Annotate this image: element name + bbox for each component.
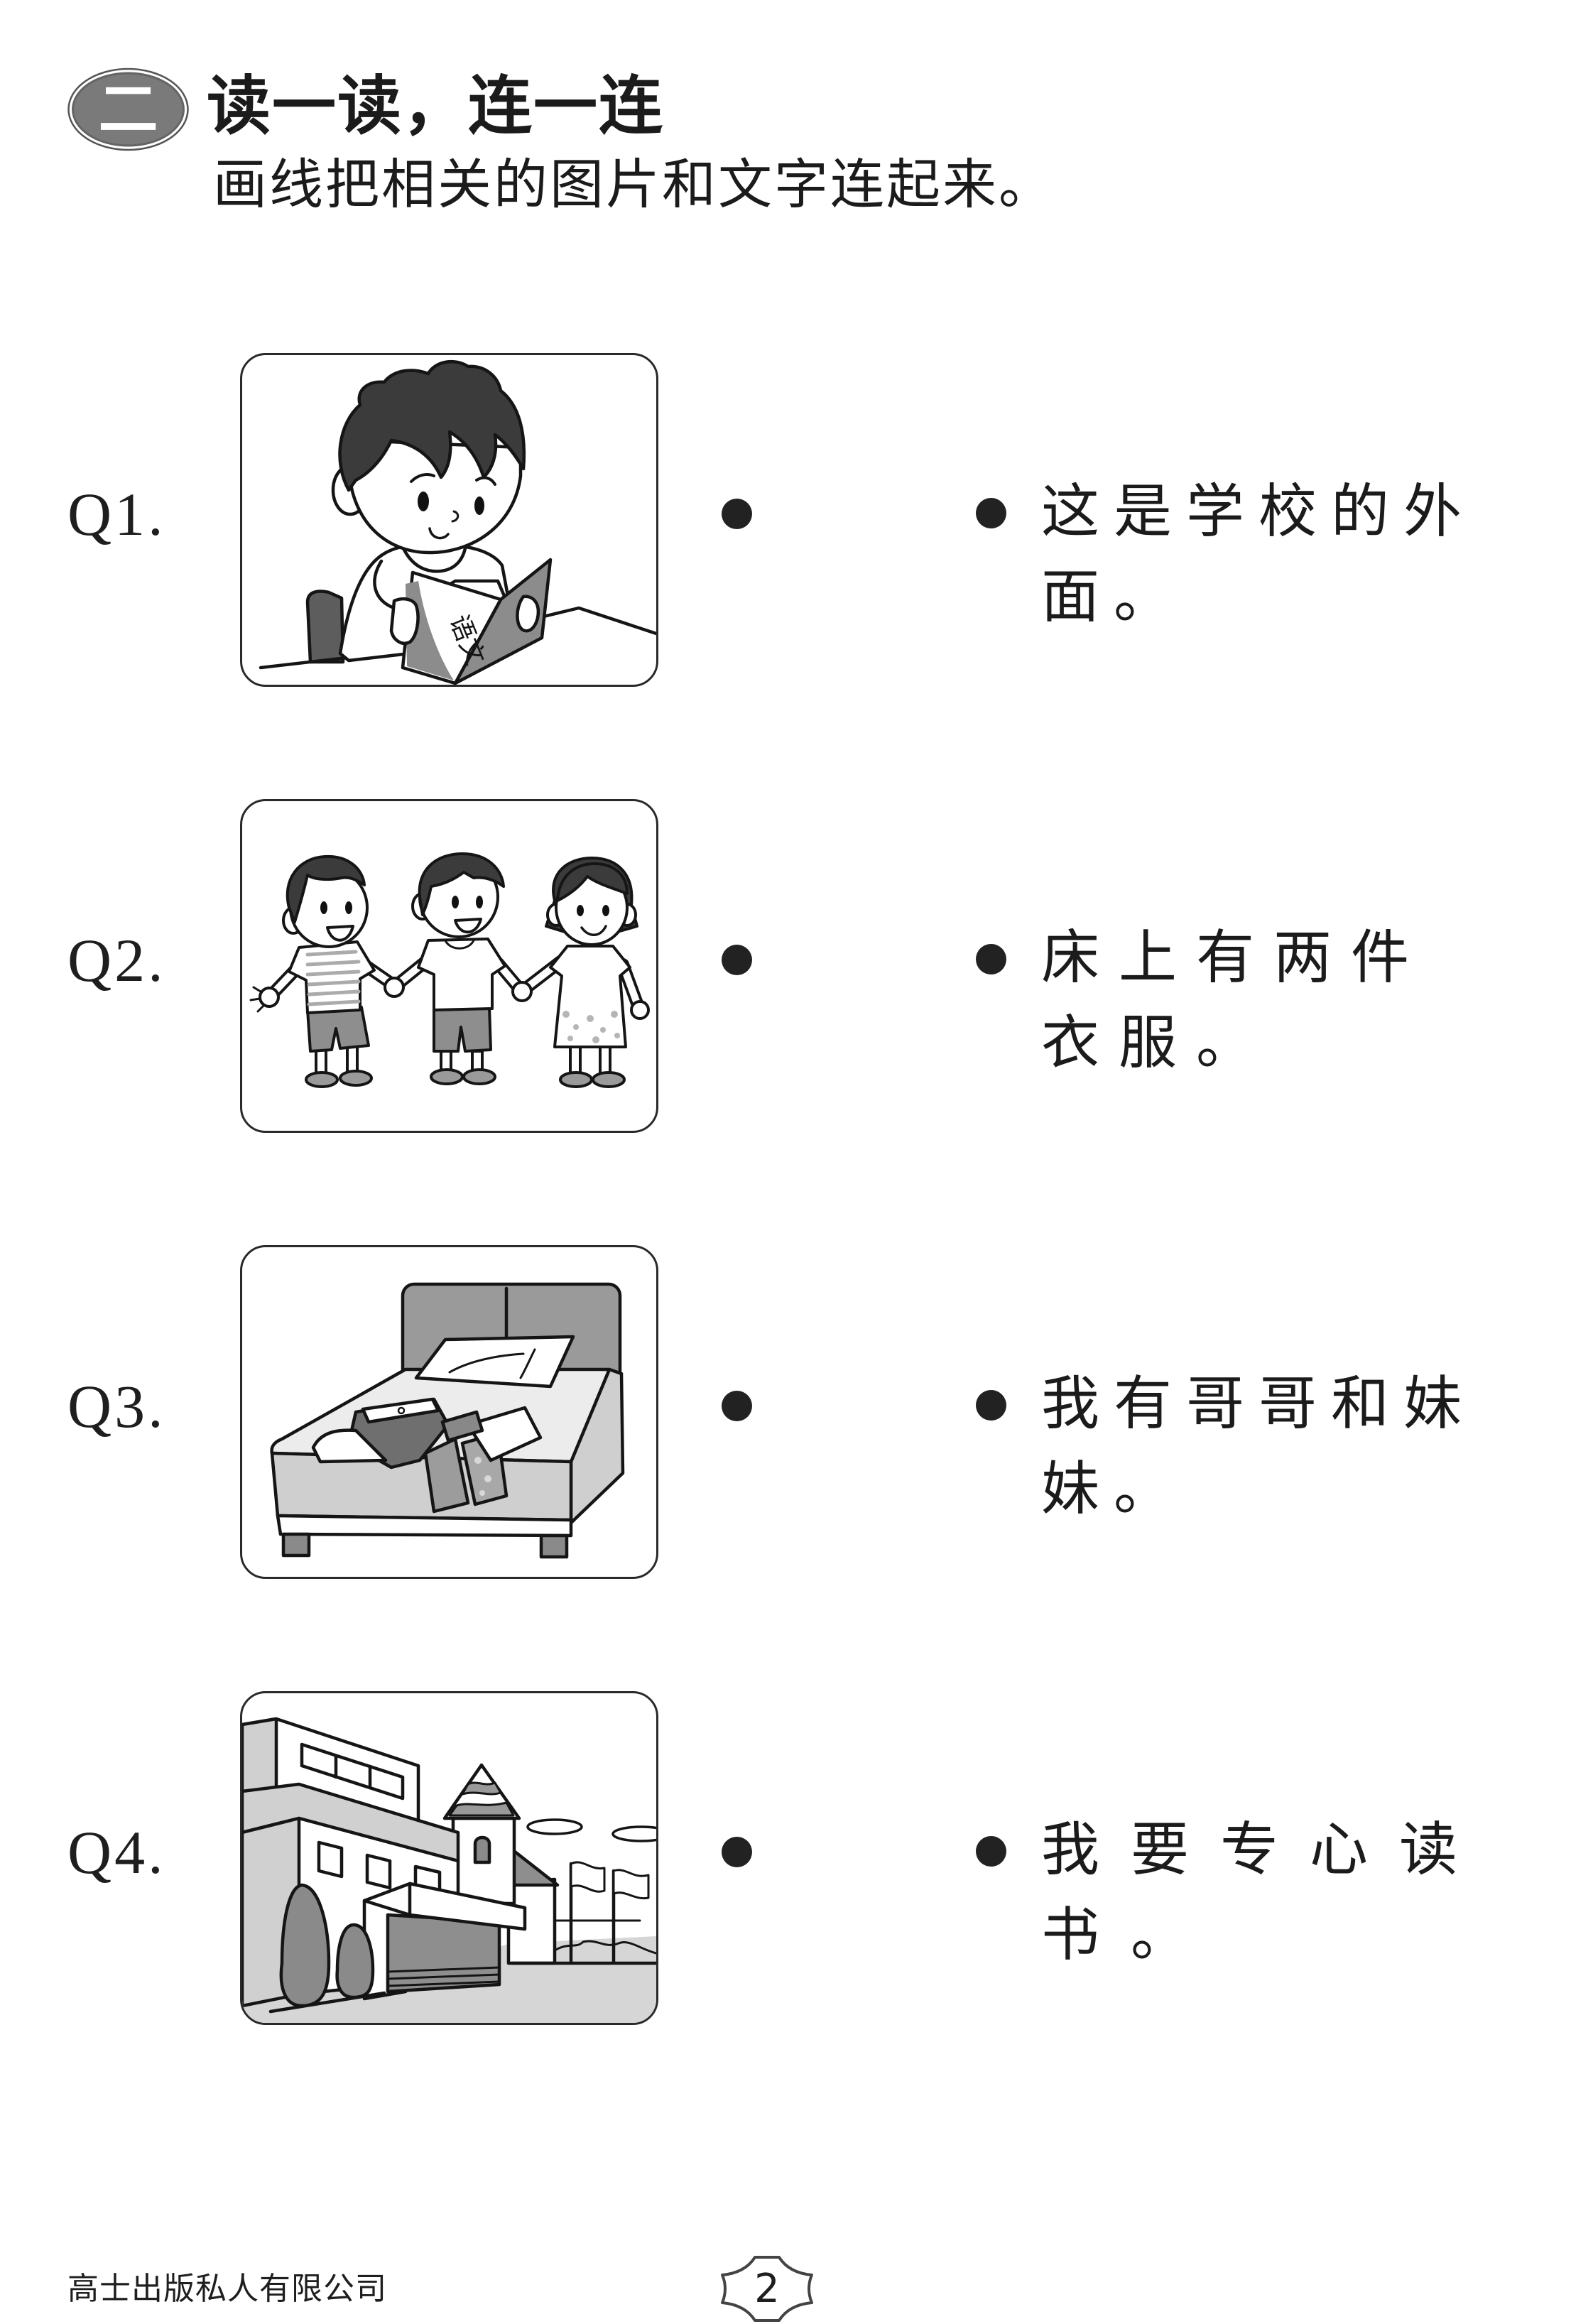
- answer-line-2: 衣服。: [1041, 1009, 1274, 1077]
- school-building-illustration: [240, 1691, 658, 2025]
- section-title: 读一读，连一连: [207, 69, 664, 143]
- answer-line-1: 我有哥哥和妹: [1041, 1370, 1477, 1438]
- sentence-connector-dot[interactable]: [976, 944, 1006, 974]
- school-image: [242, 1717, 656, 2023]
- answer-line-1: 我要专心读: [1041, 1816, 1489, 1884]
- boy-reading-book-image: 语文: [259, 360, 656, 685]
- answer-line-1: 床上有两件: [1041, 924, 1429, 992]
- three-children-holding-hands-illustration: [240, 799, 658, 1133]
- boy-reading-book-illustration: 语文: [240, 353, 658, 687]
- answer-line-2: 面。: [1041, 563, 1187, 631]
- answer-line-2: 妹。: [1041, 1455, 1187, 1523]
- answer-sentence: 我要专心读 书。: [1041, 1808, 1489, 1978]
- sentence-connector-dot[interactable]: [976, 1836, 1006, 1867]
- sentence-connector-dot[interactable]: [976, 498, 1006, 528]
- section-number: 二: [98, 75, 158, 144]
- answer-sentence: 这是学校的外 面。: [1041, 469, 1476, 640]
- picture-connector-dot[interactable]: [722, 499, 752, 529]
- three-children-image: [249, 852, 650, 1088]
- question-label: Q1.: [67, 480, 166, 548]
- answer-line-2: 书。: [1041, 1901, 1221, 1969]
- section-instruction: 画线把相关的图片和文字连起来。: [213, 153, 1055, 216]
- question-row-2: Q2.: [0, 799, 1593, 1133]
- answer-sentence: 我有哥哥和妹 妹。: [1041, 1362, 1476, 1532]
- question-label: Q3.: [67, 1372, 166, 1440]
- publisher-name: 高士出版私人有限公司: [67, 2271, 387, 2307]
- bed-with-clothes-illustration: [240, 1245, 658, 1579]
- picture-connector-dot[interactable]: [722, 945, 752, 975]
- section-number-badge: 二: [67, 67, 189, 151]
- picture-connector-dot[interactable]: [722, 1391, 752, 1421]
- page-number: 2: [754, 2266, 780, 2312]
- scalloped-badge-shape: [721, 2256, 813, 2322]
- question-label: Q2.: [67, 926, 166, 994]
- question-row-4: Q4.: [0, 1691, 1593, 2025]
- page-number-badge: 2: [721, 2256, 813, 2323]
- picture-connector-dot[interactable]: [722, 1837, 752, 1867]
- sentence-connector-dot[interactable]: [976, 1390, 1006, 1421]
- oval-badge-shape: [67, 67, 189, 151]
- bed-image: [270, 1282, 625, 1559]
- answer-line-1: 这是学校的外: [1041, 478, 1477, 545]
- question-label: Q4.: [67, 1818, 166, 1886]
- question-row-1: Q1.: [0, 353, 1593, 687]
- answer-sentence: 床上有两件 衣服。: [1041, 916, 1428, 1086]
- question-row-3: Q3.: [0, 1245, 1593, 1579]
